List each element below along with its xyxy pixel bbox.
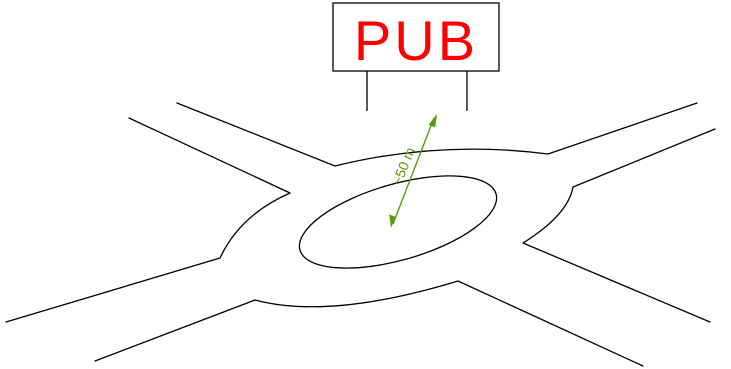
road-edge-north xyxy=(177,103,697,166)
pub-sign: PUB xyxy=(333,3,499,111)
road-edge-east xyxy=(523,129,715,322)
road-edge-west-upper xyxy=(6,118,290,322)
dimension-arrowhead-top xyxy=(429,114,437,127)
diameter-dimension: ~50 m xyxy=(389,114,437,228)
roads xyxy=(6,103,715,366)
road-edge-south xyxy=(95,281,643,366)
dimension-label: ~50 m xyxy=(389,145,419,187)
pub-sign-text: PUB xyxy=(354,9,478,72)
